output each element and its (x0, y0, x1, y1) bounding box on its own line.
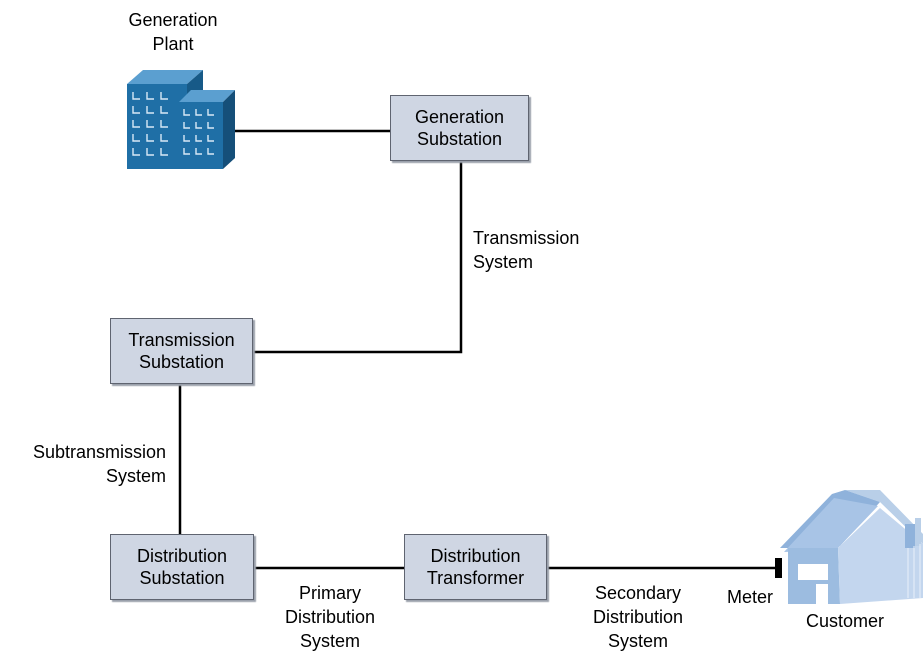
transmission-system-line (252, 160, 463, 354)
transmission-substation-label: Transmission (128, 330, 235, 350)
subtransmission-system-label: Subtransmission System (32, 442, 166, 486)
distribution-substation-label: Distribution (136, 546, 228, 566)
distribution-substation-box: Distribution Substation (110, 534, 254, 600)
primary-distribution-system-label: Primary Distribution System (284, 583, 376, 651)
office-building-icon (127, 70, 235, 169)
meter-connector (775, 558, 782, 578)
generation-substation-box: Generation Substation (390, 95, 529, 161)
meter-label: Meter (727, 587, 774, 607)
house-icon (780, 490, 923, 604)
distribution-transformer-label: Distribution (430, 546, 521, 566)
transmission-system-label: Transmission System (473, 228, 580, 272)
distribution-transformer-box: Distribution Transformer (404, 534, 547, 600)
transmission-substation-box: Transmission Substation (110, 318, 253, 384)
generation-substation-label: Generation (414, 107, 505, 127)
generation-plant-label: Generation Plant (128, 10, 218, 54)
secondary-distribution-system-label: Secondary Distribution System (592, 583, 684, 651)
customer-label: Customer (805, 611, 885, 631)
